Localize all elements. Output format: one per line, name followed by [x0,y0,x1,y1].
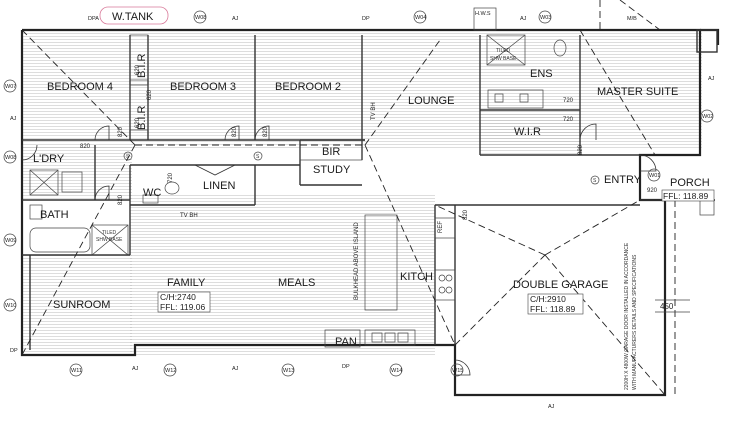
garage-floor-level: FFL: 118.89 [530,304,575,314]
tag-w07: W07 [5,84,16,90]
door-width-10: 720 [168,172,174,183]
ensuite-shower-base-label: SHW BASE [490,56,517,62]
room-bir-bedroom4: B.I.R [136,105,148,130]
door-width-8: 720 [563,98,574,104]
room-wc: WC [143,187,161,199]
porch-floor-level: FFL: 118.89 [663,191,708,201]
garage-step-450: 450 [660,302,674,311]
room-sunroom: SUNROOM [53,299,110,311]
bath-shower-label: TILED [102,230,117,236]
meter-box-label: M/B [627,16,637,22]
room-kitchen: KITCH [400,271,433,283]
wardrobe-outlines [129,34,363,161]
tag-w14: W14 [391,368,402,374]
bath-shower-base-label: SHW BASE [96,237,123,243]
door-width-5: 820 [118,194,124,205]
bulkhead-above-island-label: BULKHEAD ABOVE ISLAND [354,222,360,300]
garage-door-note-line2: WITH MANUFACTURERS DETAILS AND SPECIFICA… [632,254,638,390]
room-lounge: LOUNGE [408,95,454,107]
room-ensuite: ENS [530,68,553,80]
tag-aj-top-2: AJ [520,16,527,22]
tag-w04: W04 [415,15,426,21]
smoke-alarm-2: S [256,154,260,160]
robe-width-3: 620 [135,117,141,128]
tag-w01: W01 [649,173,660,179]
garage-ceiling-height: C/H:2910 [530,294,566,304]
garage-door-note-line1: 2200H X 4800W GARAGE DOOR INSTALLED IN A… [624,242,630,390]
robe-width-2: 620 [147,89,153,100]
tag-aj-top-1: AJ [232,16,239,22]
tag-w15: W15 [452,368,463,374]
tag-w12: W12 [165,368,176,374]
door-width-3: 820 [232,126,238,137]
tag-dp-left: DP [10,348,18,354]
tv-bulkhead-wc-label: TV BH [180,213,198,219]
tag-dp-bottom: DP [342,364,350,370]
tag-w02: W02 [702,114,713,120]
room-study: STUDY [313,164,351,176]
room-wir: W.I.R [514,126,541,138]
room-bedroom-4: BEDROOM 4 [47,81,113,93]
room-bir-bedroom3: B.I.R [136,53,148,78]
tag-w03: W03 [540,15,551,21]
water-tank-label: W.TANK [112,11,154,23]
room-bir: BIR [322,146,340,158]
garage-step-dimension [655,299,690,313]
wet-area-fixtures [29,34,567,256]
tag-aj-left: AJ [10,116,17,122]
kitchen-fixtures [324,214,456,348]
door-width-11: 920 [647,188,658,194]
door-width-6: 820 [463,209,469,220]
family-floor-level: FFL: 119.06 [160,302,205,312]
room-bedroom-2: BEDROOM 2 [275,81,341,93]
tv-bulkhead-lounge-label: TV BH [371,102,377,120]
water-tank-outline [99,6,169,25]
door-width-1: 820 [80,144,91,150]
downpipe-a-tag: DPA [88,16,99,22]
door-width-4: 820 [263,126,269,137]
room-pantry: PAN [335,336,357,348]
room-double-garage: DOUBLE GARAGE [513,279,608,291]
family-ceiling-height: C/H:2740 [160,292,196,302]
roof-lines [21,0,676,396]
tag-w13: W13 [283,368,294,374]
tag-w08-top: W08 [195,15,206,21]
fridge-space-label: REF [438,221,444,233]
room-laundry: L'DRY [33,153,65,165]
ensuite-shower-label: TILED [496,48,511,54]
room-family: FAMILY [167,277,206,289]
smoke-alarm-3: S [593,178,597,184]
door-swings [21,123,657,376]
room-entry: ENTRY [604,174,642,186]
room-bath: BATH [40,209,69,221]
tag-w11: W11 [71,368,82,374]
tag-w08-left: W08 [5,155,16,161]
tag-aj-right: AJ [708,76,715,82]
tag-aj-bottom-2: AJ [232,366,239,372]
room-linen: LINEN [203,180,235,192]
room-bedroom-3: BEDROOM 3 [170,81,236,93]
tag-dp-top: DP [362,16,370,22]
robe-width-1: 620 [135,64,141,75]
room-meals: MEALS [278,277,315,289]
door-width-9: 720 [563,117,574,123]
smoke-alarm-1: S [126,154,130,160]
tag-w09: W09 [5,238,16,244]
window-tags: W08 W04 W03 W07 W08 W09 W10 W02 W01 W11 … [3,10,715,410]
room-porch: PORCH [670,177,710,189]
tag-w10: W10 [5,303,16,309]
tag-aj-bottom-3: AJ [548,404,555,410]
hot-water-system-label: H.W.S [475,11,491,17]
room-master-suite: MASTER SUITE [597,86,678,98]
door-width-2: 820 [118,126,124,137]
door-width-7: 820 [578,144,584,155]
tag-aj-bottom-1: AJ [132,366,139,372]
